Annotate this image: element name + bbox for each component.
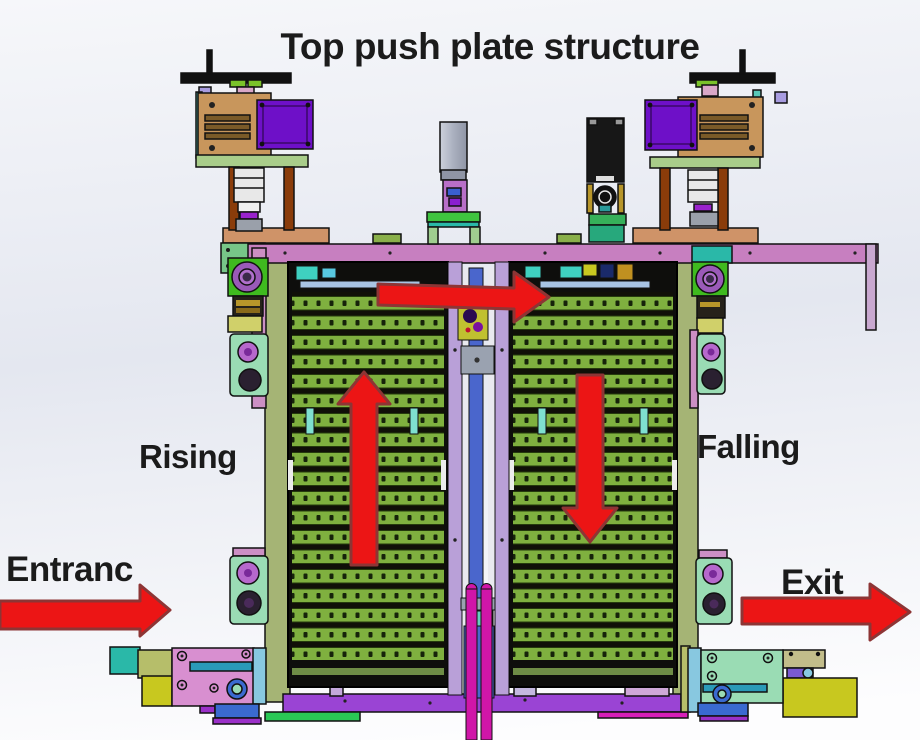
left-side-bearings [227, 247, 269, 625]
push-rods [465, 583, 493, 740]
falling-arrow-icon [561, 373, 619, 544]
entrance-gearbox-plate [171, 647, 255, 707]
top-beam [247, 243, 879, 264]
top-center-motor [586, 117, 627, 243]
bottom-green-strip [264, 711, 361, 722]
transfer-arrow-icon [376, 270, 551, 324]
center-lift-column [447, 261, 510, 740]
right-top-plate [632, 227, 759, 244]
exit-arrow-icon [740, 582, 912, 642]
left-coupling [233, 167, 265, 203]
top-center-cylinder [426, 121, 481, 245]
rising-arrow-icon [336, 370, 392, 567]
exit-conveyor [687, 647, 858, 722]
left-frame-column [264, 231, 291, 703]
top-left-drive-assembly [180, 49, 314, 232]
right-side-bearings [689, 245, 733, 625]
entrance-label: Entranc [6, 550, 133, 589]
right-servo-motor [644, 99, 698, 151]
entrance-conveyor [109, 646, 267, 725]
bottom-magenta-strip [597, 711, 689, 719]
left-servo-motor [256, 99, 314, 150]
stepper-motor [586, 117, 625, 183]
right-edge-strip [865, 243, 877, 331]
right-coupling [687, 169, 719, 203]
exit-label: Exit [781, 563, 844, 602]
diagram-title: Top push plate structure [280, 26, 700, 67]
top-right-drive-assembly [644, 49, 788, 231]
falling-label: Falling [697, 428, 800, 465]
rising-label: Rising [139, 438, 237, 475]
tbar-icon [689, 72, 776, 84]
pneumatic-cylinder [439, 121, 468, 173]
flow-arrows [0, 270, 912, 642]
entrance-arrow-icon [0, 583, 172, 638]
